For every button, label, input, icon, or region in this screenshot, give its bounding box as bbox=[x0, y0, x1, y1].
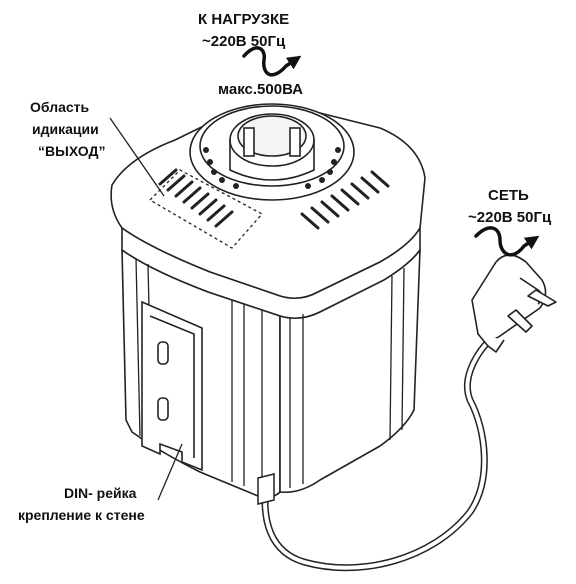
indication-label-line1: Область bbox=[30, 99, 90, 115]
output-led-ring bbox=[203, 147, 341, 189]
device-right-face bbox=[279, 249, 421, 494]
indication-area-outline bbox=[148, 169, 264, 249]
load-output-title: К НАГРУЗКЕ bbox=[198, 11, 289, 28]
vent-slots-left bbox=[158, 168, 234, 228]
mounting-label-line2: крепление к стене bbox=[18, 507, 145, 523]
indication-label-line2: идикации bbox=[32, 121, 99, 137]
mounting-leader-line bbox=[157, 443, 183, 501]
power-cord bbox=[261, 340, 490, 572]
output-wave-arrow bbox=[242, 46, 302, 77]
output-socket bbox=[189, 103, 355, 201]
load-output-voltage: ~220В 50Гц bbox=[202, 33, 286, 50]
load-output-max-power: макс.500ВА bbox=[218, 81, 303, 98]
mounting-label-line1: DIN- рейка bbox=[64, 485, 137, 501]
din-rail-bracket bbox=[141, 300, 203, 472]
mains-voltage: ~220В 50Гц bbox=[468, 209, 552, 226]
right-face-ribs bbox=[289, 267, 405, 488]
mains-wave-arrow bbox=[474, 226, 540, 257]
indication-label-line3: “ВЫХОД” bbox=[38, 143, 105, 159]
mains-title: СЕТЬ bbox=[488, 187, 529, 204]
cord-grommet bbox=[257, 473, 275, 505]
indication-leader-line bbox=[109, 117, 165, 197]
mains-plug bbox=[471, 254, 557, 353]
vent-slots-right bbox=[300, 170, 390, 230]
